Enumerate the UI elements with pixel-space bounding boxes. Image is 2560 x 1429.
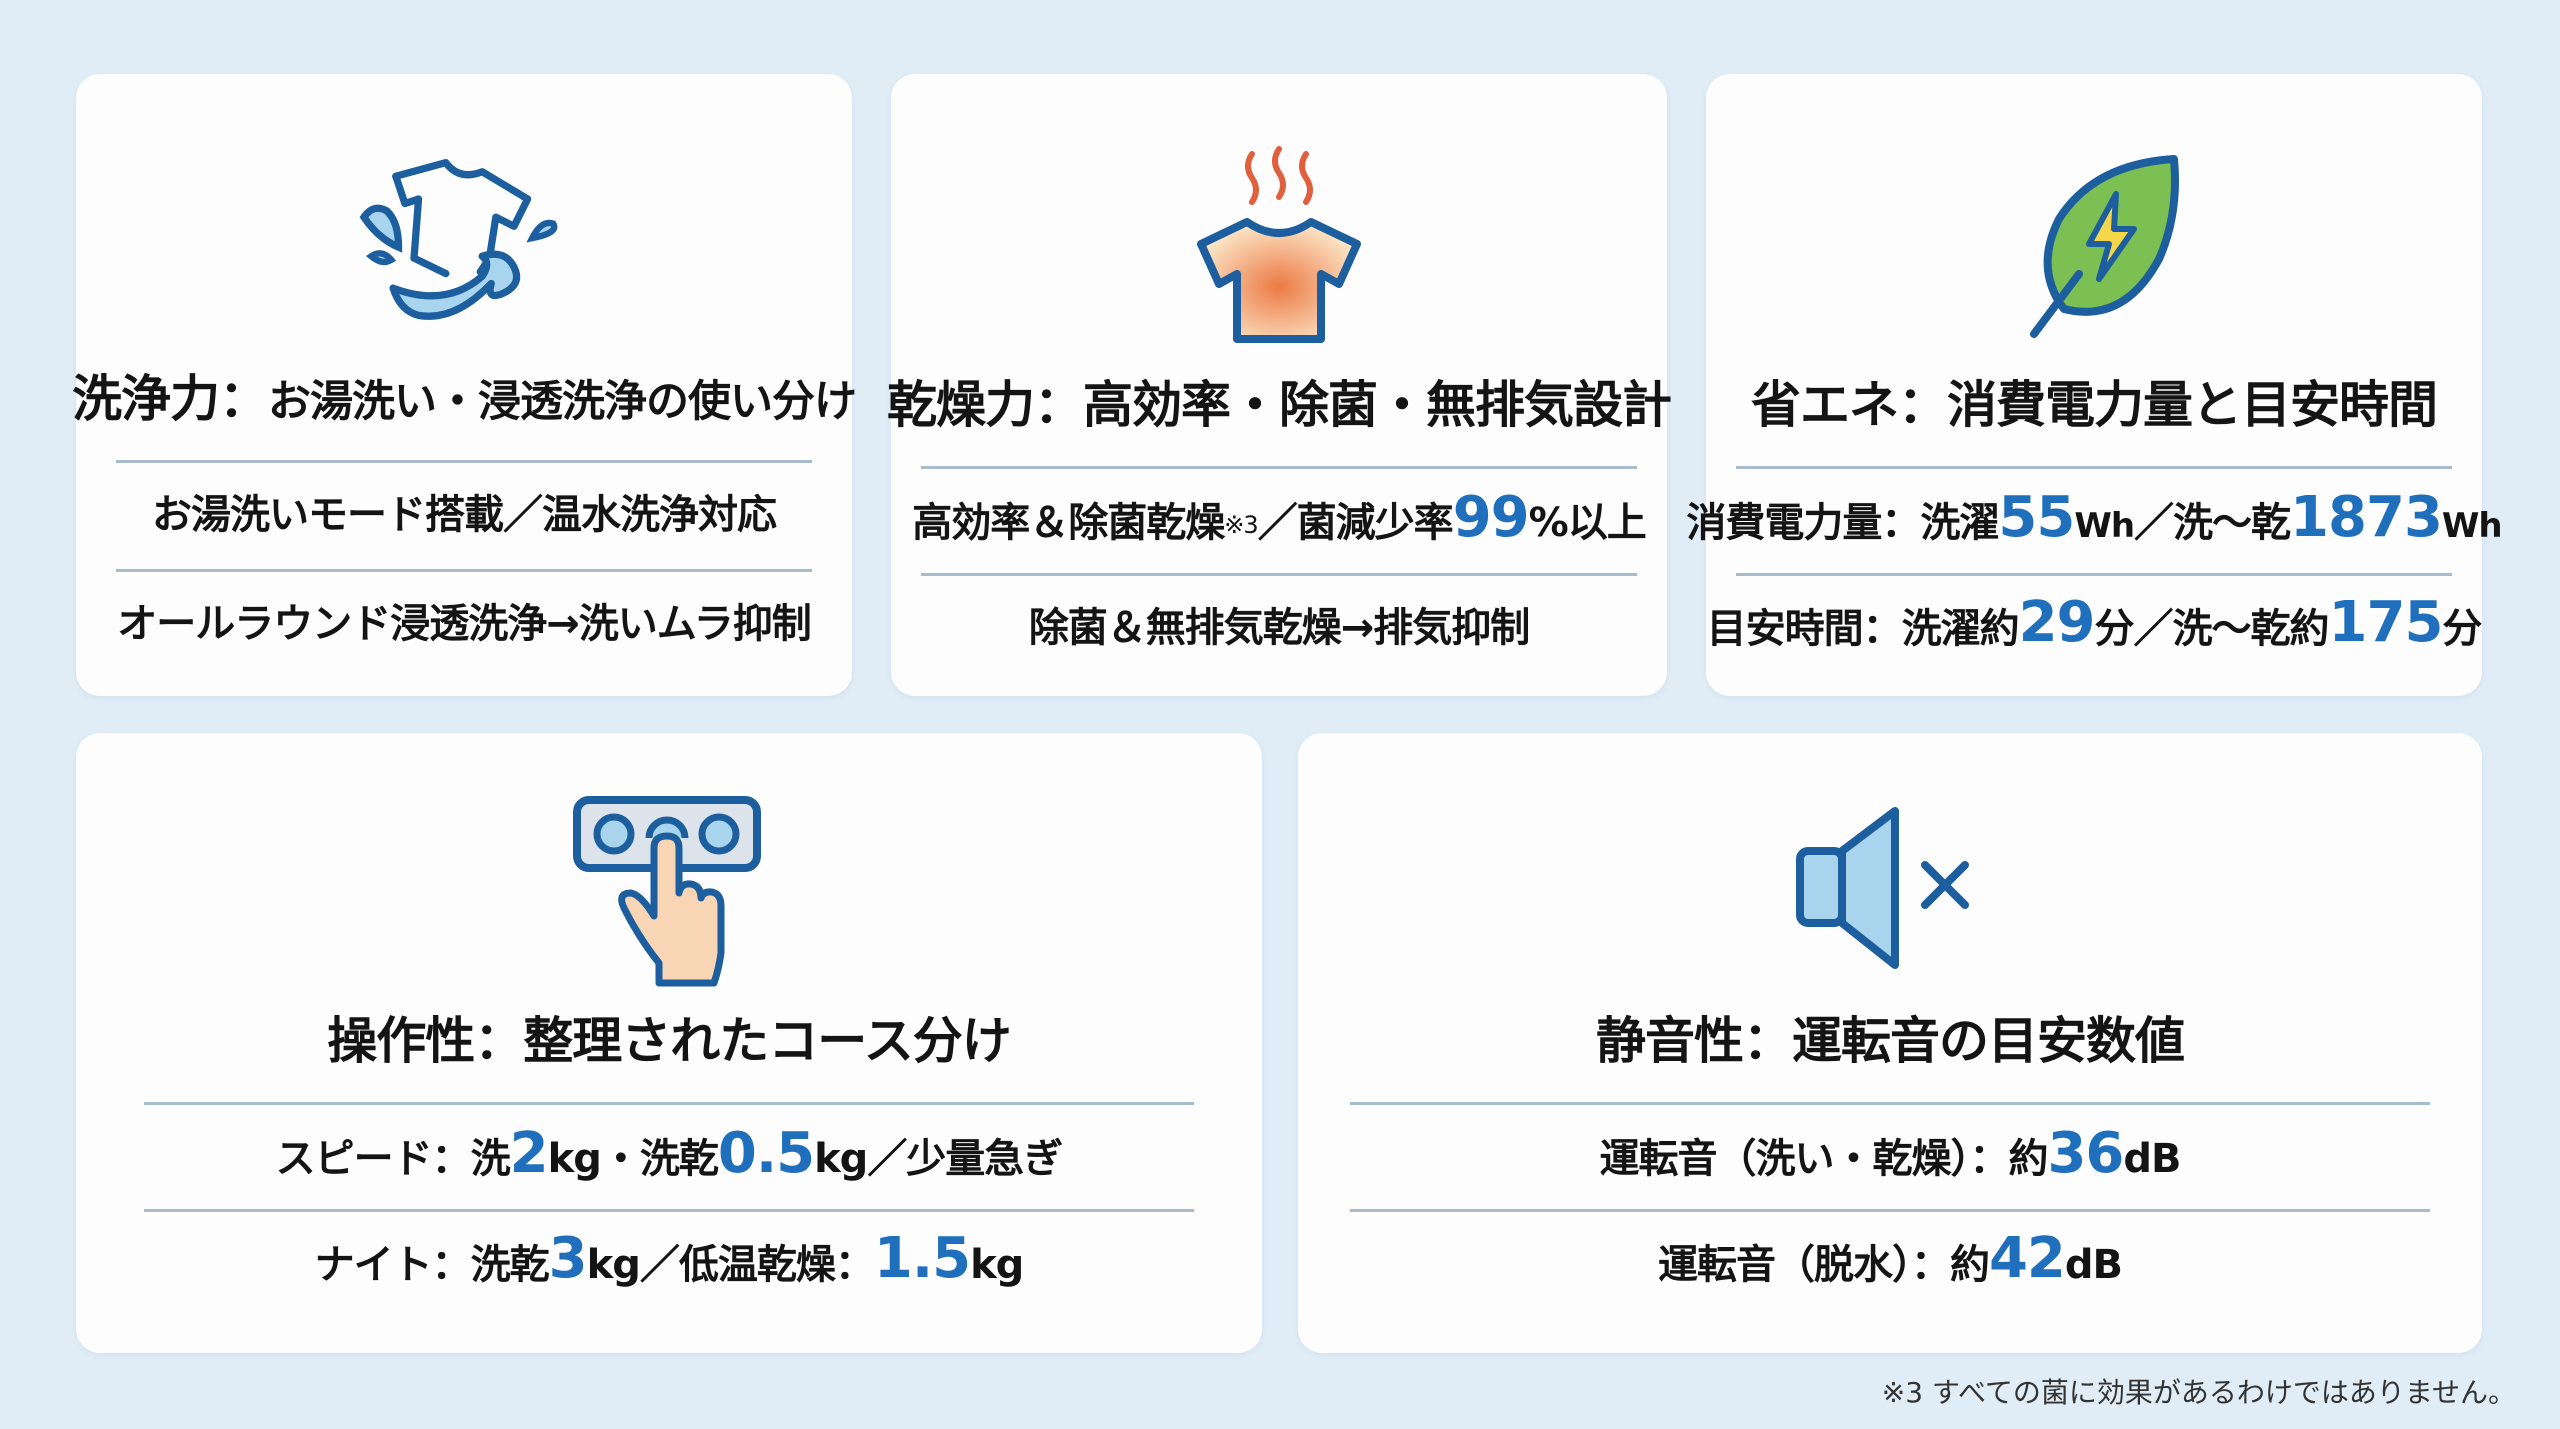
card-heading: 洗浄力：お湯洗い・浸透洗浄の使い分け [72,370,857,428]
divider [1736,573,2452,577]
card-heading: 操作性：整理されたコース分け [327,1012,1011,1070]
highlight-number: 175 [2328,590,2444,656]
leaf-lightning-icon [2004,124,2184,374]
footnote-ref: ※3 [1224,511,1258,540]
highlight-number: 36 [2047,1121,2124,1186]
card-heading: 静音性：運転音の目安数値 [1596,1012,2185,1070]
shirt-water-splash-icon [344,124,584,374]
card-washing-power: 洗浄力：お湯洗い・浸透洗浄の使い分け お湯洗いモード搭載／温水洗浄対応 オールラ… [72,74,857,696]
highlight-number: 1873 [2290,485,2443,550]
highlight-number: 99 [1452,485,1530,550]
footnote: ※3 すべての菌に効果があるわけではありません。 [1881,1376,2516,1409]
highlight-number: 55 [1998,485,2075,550]
heated-shirt-icon [1189,124,1369,374]
divider [921,573,1637,577]
highlight-number: 0.5 [717,1121,815,1186]
speaker-mute-icon [1790,788,1990,988]
spec-row: オールラウンド浸透洗浄→洗いムラ抑制 [117,601,812,647]
divider [116,569,812,572]
divider [921,466,1637,469]
highlight-number: 42 [1988,1226,2066,1292]
hand-pressing-button-icon [569,788,769,988]
divider [144,1209,1194,1213]
divider [144,1102,1194,1105]
spec-row: お湯洗いモード搭載／温水洗浄対応 [152,492,777,538]
card-heading: 省エネ：消費電力量と目安時間 [1751,376,2438,434]
spec-row: 除菌＆無排気乾燥→排気抑制 [1028,605,1531,652]
divider [1350,1209,2430,1213]
highlight-number: 3 [548,1226,588,1292]
highlight-number: 2 [509,1121,549,1186]
highlight-number: 1.5 [873,1226,971,1292]
highlight-number: 29 [2018,590,2096,656]
divider [1350,1102,2430,1105]
divider [116,460,812,463]
card-heading: 乾燥力：高効率・除菌・無排気設計 [887,376,1672,434]
divider [1736,466,2452,469]
